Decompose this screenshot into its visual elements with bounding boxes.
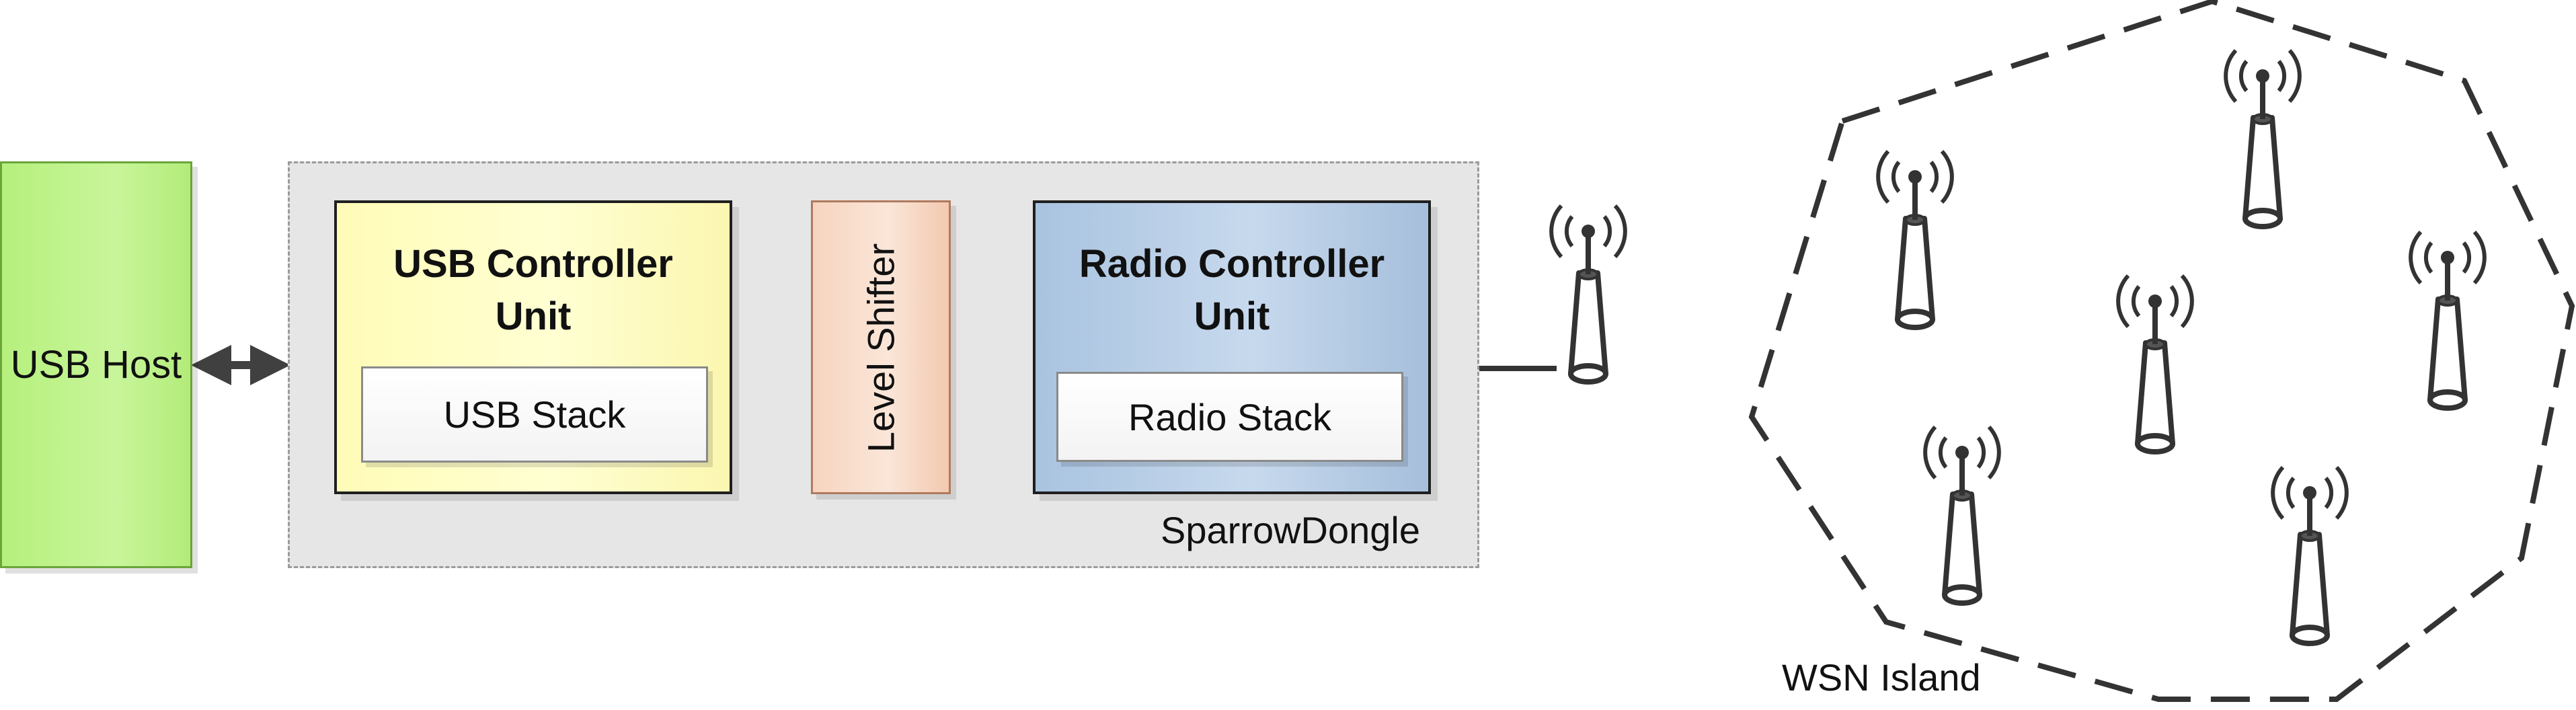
radio-controller-title-line1: Radio Controller [1079,242,1385,286]
radio-stack-label: Radio Stack [1128,395,1331,438]
antenna-icon [2226,50,2300,227]
wsn-island-boundary [1748,0,2575,702]
usb-host-label: USB Host [10,343,182,387]
antenna-icon [1925,427,1999,603]
usb-stack-block: USB Stack [361,366,708,463]
antenna-icon [2411,232,2485,408]
antenna-icon [2273,467,2347,643]
radio-controller-title: Radio Controller Unit [1036,238,1428,343]
sparrow-dongle-label: SparrowDongle [1161,509,1420,551]
usb-controller-title-line2: Unit [495,294,572,338]
wsn-island-label: WSN Island [1782,656,1981,699]
radio-stack-block: Radio Stack [1056,372,1403,462]
antenna-icon [1878,151,1952,327]
usb-host-block: USB Host [0,161,192,568]
level-shifter-block [811,200,951,494]
usb-stack-label: USB Stack [443,393,626,436]
usb-controller-title: USB Controller Unit [337,238,730,343]
radio-controller-title-line2: Unit [1194,294,1270,338]
usb-controller-title-line1: USB Controller [393,242,673,286]
antenna-icon [2118,276,2192,452]
antenna-icon [1551,206,1625,382]
level-shifter-label: Level Shifter [859,243,902,453]
